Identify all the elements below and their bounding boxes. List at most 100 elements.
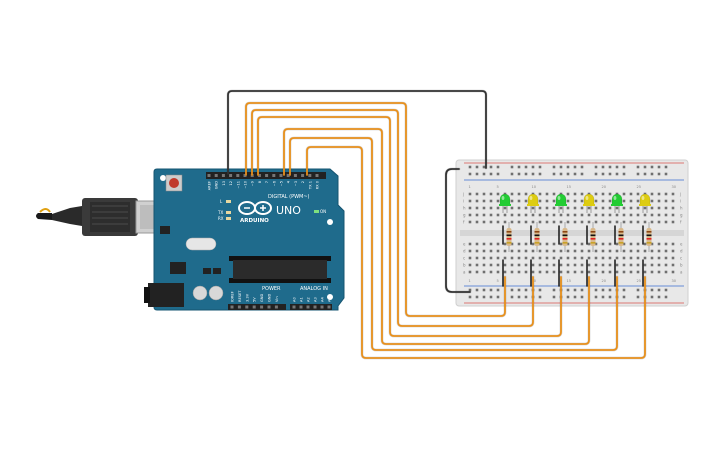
breadboard-hole[interactable] <box>615 270 619 274</box>
breadboard-hole[interactable] <box>475 242 479 246</box>
breadboard-hole[interactable] <box>580 192 584 196</box>
breadboard-hole[interactable] <box>643 220 647 224</box>
breadboard-hole[interactable] <box>587 206 591 210</box>
header-pin[interactable] <box>279 174 283 177</box>
breadboard-hole[interactable] <box>643 172 647 176</box>
breadboard-hole[interactable] <box>615 256 619 260</box>
breadboard-hole[interactable] <box>594 206 598 210</box>
breadboard-hole[interactable] <box>629 206 633 210</box>
breadboard-hole[interactable] <box>594 256 598 260</box>
breadboard-hole[interactable] <box>650 192 654 196</box>
breadboard-hole[interactable] <box>657 213 661 217</box>
breadboard-hole[interactable] <box>496 192 500 196</box>
resistor-6[interactable] <box>646 222 652 252</box>
breadboard-hole[interactable] <box>643 263 647 267</box>
breadboard-hole[interactable] <box>552 270 556 274</box>
breadboard-hole[interactable] <box>468 213 472 217</box>
breadboard-hole[interactable] <box>594 288 598 292</box>
breadboard-hole[interactable] <box>531 213 535 217</box>
breadboard-hole[interactable] <box>517 242 521 246</box>
breadboard-hole[interactable] <box>615 213 619 217</box>
breadboard-hole[interactable] <box>650 206 654 210</box>
header-pin[interactable] <box>257 174 261 177</box>
breadboard-hole[interactable] <box>636 295 640 299</box>
breadboard-hole[interactable] <box>664 172 668 176</box>
header-pin[interactable] <box>299 305 303 309</box>
breadboard-hole[interactable] <box>531 263 535 267</box>
breadboard-hole[interactable] <box>615 249 619 253</box>
breadboard-hole[interactable] <box>475 263 479 267</box>
breadboard-hole[interactable] <box>594 165 598 169</box>
breadboard-hole[interactable] <box>629 256 633 260</box>
breadboard-hole[interactable] <box>657 206 661 210</box>
breadboard-hole[interactable] <box>664 220 668 224</box>
breadboard-hole[interactable] <box>545 220 549 224</box>
breadboard-hole[interactable] <box>566 263 570 267</box>
breadboard-hole[interactable] <box>629 242 633 246</box>
breadboard-hole[interactable] <box>496 270 500 274</box>
breadboard-hole[interactable] <box>608 192 612 196</box>
breadboard-hole[interactable] <box>573 206 577 210</box>
breadboard-hole[interactable] <box>552 288 556 292</box>
breadboard-hole[interactable] <box>475 199 479 203</box>
breadboard-hole[interactable] <box>503 206 507 210</box>
breadboard-hole[interactable] <box>608 263 612 267</box>
breadboard-hole[interactable] <box>587 270 591 274</box>
header-pin[interactable] <box>267 305 271 309</box>
breadboard-hole[interactable] <box>545 263 549 267</box>
breadboard-hole[interactable] <box>671 270 675 274</box>
breadboard-hole[interactable] <box>510 213 514 217</box>
breadboard-hole[interactable] <box>580 270 584 274</box>
breadboard-hole[interactable] <box>531 172 535 176</box>
breadboard-hole[interactable] <box>657 263 661 267</box>
breadboard-hole[interactable] <box>524 295 528 299</box>
wires[interactable] <box>226 89 647 360</box>
breadboard-hole[interactable] <box>622 199 626 203</box>
header-pin[interactable] <box>327 305 331 309</box>
breadboard-hole[interactable] <box>657 288 661 292</box>
header-pin[interactable] <box>265 174 269 177</box>
breadboard-hole[interactable] <box>559 263 563 267</box>
breadboard-hole[interactable] <box>503 256 507 260</box>
breadboard-hole[interactable] <box>552 242 556 246</box>
breadboard-hole[interactable] <box>587 256 591 260</box>
breadboard-hole[interactable] <box>489 172 493 176</box>
breadboard-hole[interactable] <box>510 270 514 274</box>
breadboard-hole[interactable] <box>489 249 493 253</box>
breadboard-hole[interactable] <box>538 199 542 203</box>
breadboard-hole[interactable] <box>650 199 654 203</box>
breadboard-hole[interactable] <box>615 263 619 267</box>
breadboard-hole[interactable] <box>531 165 535 169</box>
breadboard-hole[interactable] <box>475 192 479 196</box>
breadboard-hole[interactable] <box>475 249 479 253</box>
header-pin[interactable] <box>272 174 276 177</box>
breadboard-hole[interactable] <box>608 220 612 224</box>
breadboard-hole[interactable] <box>622 206 626 210</box>
breadboard-hole[interactable] <box>587 263 591 267</box>
breadboard-hole[interactable] <box>468 256 472 260</box>
breadboard-hole[interactable] <box>636 213 640 217</box>
breadboard-hole[interactable] <box>489 270 493 274</box>
breadboard-hole[interactable] <box>615 165 619 169</box>
breadboard-hole[interactable] <box>601 165 605 169</box>
breadboard-hole[interactable] <box>517 288 521 292</box>
breadboard-hole[interactable] <box>664 206 668 210</box>
breadboard-hole[interactable] <box>622 263 626 267</box>
breadboard-hole[interactable] <box>482 288 486 292</box>
breadboard-hole[interactable] <box>671 192 675 196</box>
breadboard-hole[interactable] <box>650 242 654 246</box>
breadboard-hole[interactable] <box>482 213 486 217</box>
breadboard-hole[interactable] <box>552 199 556 203</box>
breadboard-hole[interactable] <box>636 256 640 260</box>
breadboard-hole[interactable] <box>573 192 577 196</box>
breadboard-hole[interactable] <box>559 206 563 210</box>
breadboard-hole[interactable] <box>559 213 563 217</box>
breadboard-hole[interactable] <box>671 263 675 267</box>
breadboard-hole[interactable] <box>608 295 612 299</box>
breadboard-hole[interactable] <box>601 199 605 203</box>
breadboard-hole[interactable] <box>524 256 528 260</box>
breadboard-hole[interactable] <box>524 213 528 217</box>
breadboard-hole[interactable] <box>489 288 493 292</box>
resistor-2[interactable] <box>534 222 540 252</box>
breadboard-hole[interactable] <box>510 263 514 267</box>
